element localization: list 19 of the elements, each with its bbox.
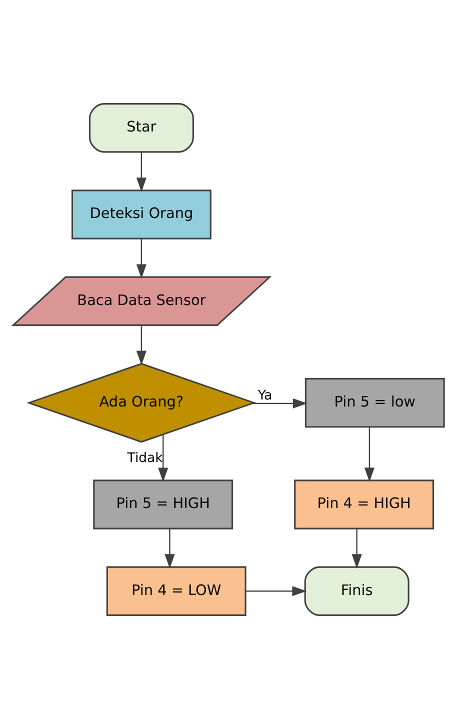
arrow — [136, 238, 147, 278]
node-diamond: Ada Orang? — [26, 362, 256, 442]
arrow — [352, 528, 362, 568]
node-box: Pin 5 = low — [304, 377, 445, 428]
node-box: Finis — [304, 566, 410, 616]
node-box: Pin 5 = HIGH — [93, 479, 234, 529]
node-box: Pin 4 = HIGH — [294, 479, 434, 529]
node-box: Star — [88, 102, 194, 152]
arrow — [164, 528, 175, 568]
edge-label: Tidak — [127, 450, 163, 466]
edge-label: Ya — [258, 388, 272, 404]
arrow — [158, 434, 168, 482]
arrow — [136, 152, 147, 192]
arrow — [246, 586, 307, 596]
node-box: Pin 4 = LOW — [106, 566, 246, 616]
node-box: Deteksi Orang — [71, 189, 212, 239]
arrow — [252, 398, 308, 408]
arrow — [136, 324, 147, 365]
arrow — [364, 426, 375, 482]
